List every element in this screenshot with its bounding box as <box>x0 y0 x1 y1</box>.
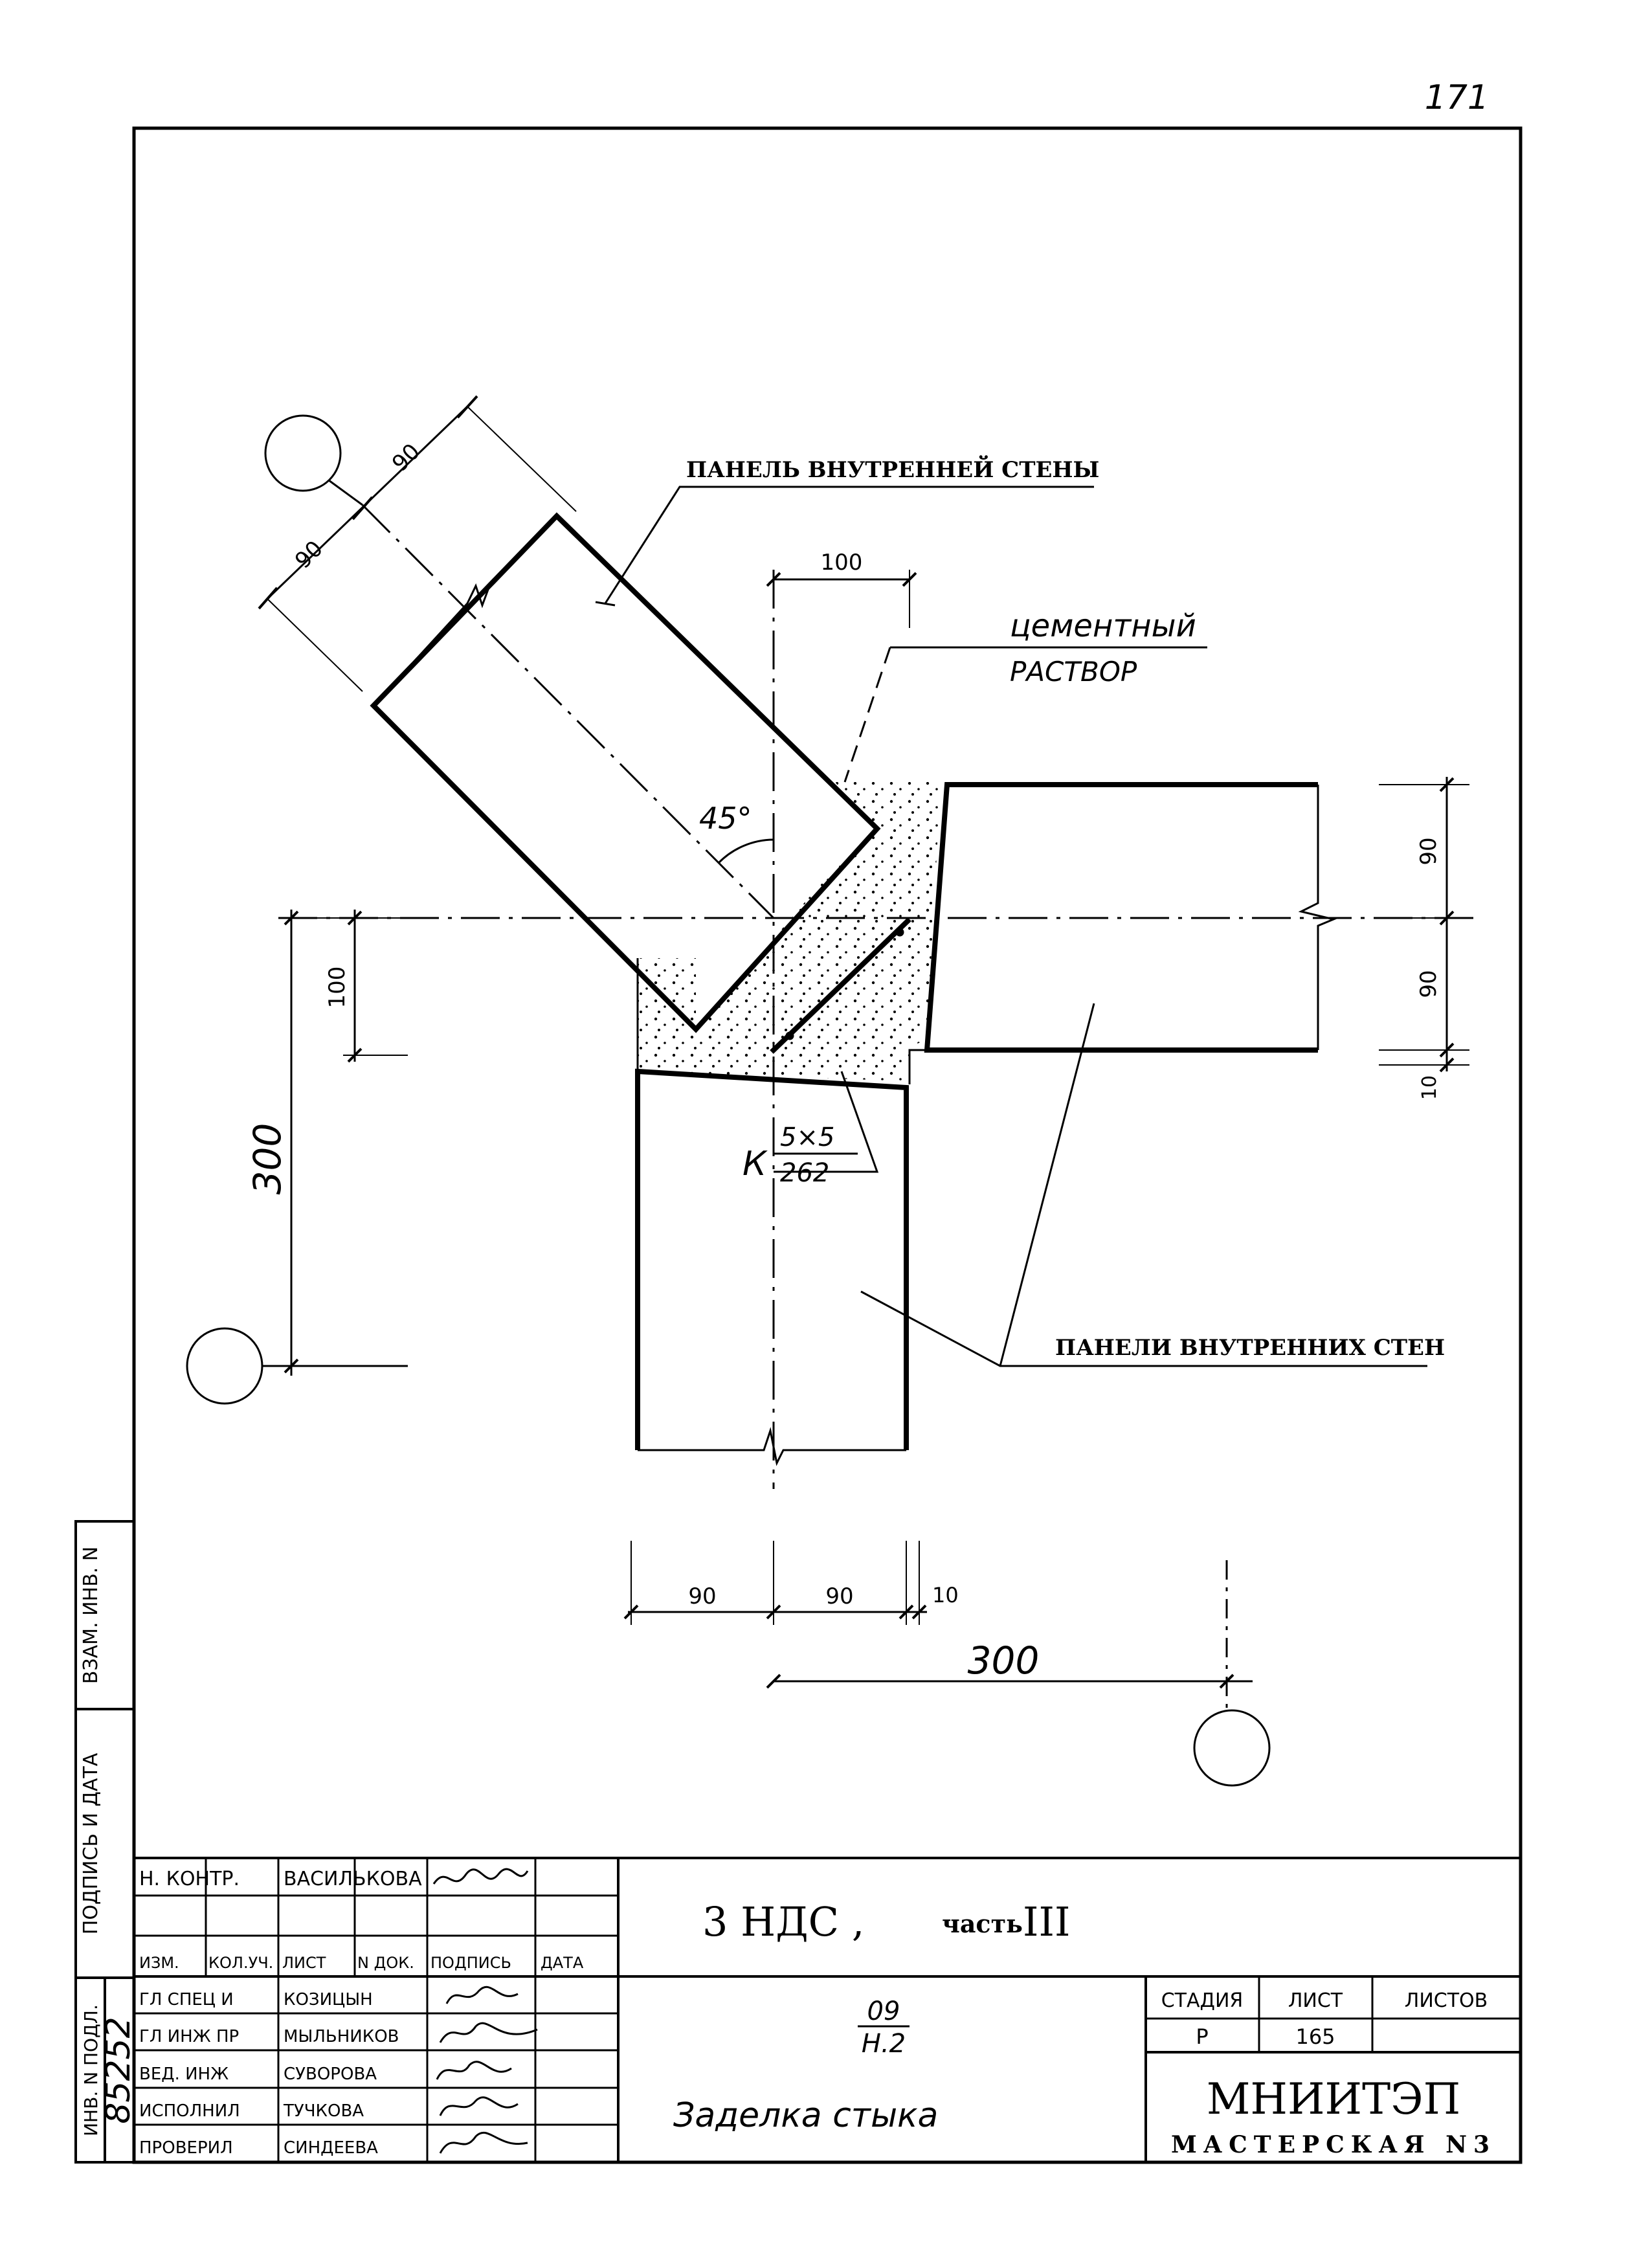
axis-bubble-left <box>186 1327 263 1405</box>
bottom-panel-break-line <box>638 1427 906 1466</box>
header-kol-uch: КОЛ.УЧ. <box>208 1954 273 1972</box>
axis-bubble-bottom <box>1193 1709 1271 1787</box>
drawing-name: Заделка стыка <box>673 2096 938 2135</box>
header-list: ЛИСТ <box>282 1954 326 1972</box>
dim-bottom-300: 300 <box>968 1639 1040 1683</box>
leader-mortar <box>843 647 891 783</box>
staff-name-1: КОЗИЦЫН <box>284 1990 373 2009</box>
staff-name-4: ТУЧКОВА <box>283 2101 364 2121</box>
label-angle: 45° <box>699 801 752 836</box>
weld-leader <box>774 1071 879 1173</box>
code-bottom: Н.2 <box>862 2029 906 2059</box>
weld-top: 5×5 <box>780 1123 834 1152</box>
norm-control-role: Н. КОНТР. <box>139 1868 240 1890</box>
dim-bottom-10: 10 <box>932 1583 959 1607</box>
weld-plate <box>770 917 911 1054</box>
weld-point-a <box>895 928 904 937</box>
weld-point-b <box>785 1031 794 1040</box>
dim-left-100: 100 <box>324 967 350 1009</box>
staff-name-5: СИНДЕЕВА <box>284 2138 378 2158</box>
label-mortar-line1: цементный <box>1010 608 1196 644</box>
dim-top-100: 100 <box>821 550 863 576</box>
side-stamp-col1: ИНВ. N ПОДЛ. <box>80 2004 102 2136</box>
code-top: 09 <box>867 1997 900 2026</box>
inclined-wall-panel <box>370 512 881 1033</box>
dim-diag-90-b: 90 <box>387 438 425 476</box>
staff-role-3: ВЕД. ИНЖ <box>139 2064 229 2084</box>
dim-right-10: 10 <box>1418 1075 1441 1100</box>
side-stamp <box>74 1520 135 2164</box>
stage-header: СТАДИЯ <box>1161 1989 1244 2012</box>
weld-prefix: К <box>742 1145 768 1183</box>
sheet-value: 165 <box>1295 2024 1335 2049</box>
stage-value: Р <box>1196 2024 1208 2049</box>
staff-role-4: ИСПОЛНИЛ <box>139 2101 240 2121</box>
project-title: 3 НДС , <box>702 1898 864 1945</box>
right-panel-break-line <box>1298 785 1337 1050</box>
part-label: часть <box>942 1909 1023 1938</box>
part-number: III <box>1023 1898 1070 1945</box>
label-inner-wall-panels: ПАНЕЛИ ВНУТРЕННИХ СТЕН <box>1055 1335 1445 1361</box>
header-podpis: ПОДПИСЬ <box>430 1954 511 1972</box>
workshop: МАСТЕРСКАЯ N3 <box>1171 2131 1496 2158</box>
weld-bottom: 262 <box>780 1158 829 1188</box>
header-n-dok: N ДОК. <box>357 1954 414 1972</box>
bottom-wall-panel <box>635 1068 909 1450</box>
dim-left-300: 300 <box>245 1123 289 1195</box>
title-block-grid <box>134 1858 1521 2162</box>
axis-bubble-diagonal <box>264 414 342 492</box>
norm-control-name: ВАСИЛЬКОВА <box>284 1868 422 1890</box>
side-stamp-col3: ВЗАМ. ИНВ. N <box>80 1547 102 1684</box>
drawing-frame <box>132 126 1523 2164</box>
label-mortar-line2: РАСТВОР <box>1010 656 1137 688</box>
mortar-fill <box>638 782 941 1081</box>
header-data: ДАТА <box>541 1954 584 1972</box>
dim-right-90-a: 90 <box>1416 837 1442 865</box>
inclined-panel-break-line <box>372 515 558 707</box>
staff-role-1: ГЛ СПЕЦ И <box>139 1990 234 2009</box>
signatures <box>432 1868 538 2154</box>
sheets-header: ЛИСТОВ <box>1405 1989 1488 2012</box>
label-inner-wall-panel: ПАНЕЛЬ ВНУТРЕННЕЙ СТЕНЫ <box>686 455 1099 483</box>
joint-drawing <box>186 395 1479 1787</box>
staff-name-3: СУВОРОВА <box>284 2064 377 2084</box>
dim-bottom-90-b: 90 <box>825 1583 853 1609</box>
organization: МНИИТЭП <box>1207 2074 1460 2124</box>
staff-role-5: ПРОВЕРИЛ <box>139 2138 233 2158</box>
dim-right-90-b: 90 <box>1416 970 1442 998</box>
header-izm: ИЗМ. <box>139 1954 179 1972</box>
dim-diag-90-a: 90 <box>290 535 328 574</box>
page-number: 171 <box>1425 78 1489 117</box>
dim-bottom-90-a: 90 <box>688 1583 716 1609</box>
right-panel-step <box>908 1049 927 1084</box>
side-stamp-col2: ПОДПИСЬ И ДАТА <box>80 1752 102 1934</box>
angle-arc <box>717 838 774 864</box>
staff-name-2: МЫЛЬНИКОВ <box>284 2027 399 2046</box>
staff-role-2: ГЛ ИНЖ ПР <box>139 2027 239 2046</box>
diagonal-axis <box>361 504 775 919</box>
sheet-header: ЛИСТ <box>1288 1989 1343 2012</box>
leader-inner-wall-panel <box>604 486 1094 604</box>
side-stamp-handwritten-number: 85252 <box>99 2017 138 2123</box>
